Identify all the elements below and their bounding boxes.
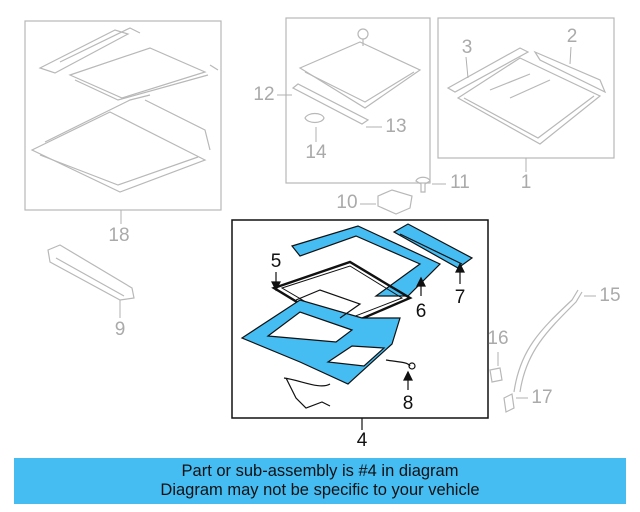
callout-13: 13 xyxy=(385,116,407,137)
callout-3: 3 xyxy=(461,37,473,58)
info-banner: Part or sub-assembly is #4 in diagram Di… xyxy=(14,458,626,504)
roof-panel-group xyxy=(24,20,222,211)
callout-7: 7 xyxy=(454,287,466,308)
sunroof-frame-assembly xyxy=(240,223,474,409)
clip-parts-group xyxy=(377,176,431,215)
callout-12: 12 xyxy=(253,84,275,105)
side-bracket-group xyxy=(47,244,135,301)
callout-18: 18 xyxy=(108,225,130,246)
banner-line-2: Diagram may not be specific to your vehi… xyxy=(160,481,480,499)
callout-17: 17 xyxy=(531,387,553,408)
callout-9: 9 xyxy=(114,319,126,340)
assembly-leaders xyxy=(271,262,465,430)
callout-1: 1 xyxy=(520,172,532,193)
callout-14: 14 xyxy=(305,142,327,163)
banner-line-1: Part or sub-assembly is #4 in diagram xyxy=(181,462,459,480)
sunshade-group xyxy=(285,17,431,184)
callout-10: 10 xyxy=(336,192,358,213)
callout-2: 2 xyxy=(566,26,578,47)
drain-tube-group xyxy=(489,289,583,413)
callout-15: 15 xyxy=(599,285,621,306)
assembly-4-box xyxy=(231,219,489,419)
callout-5: 5 xyxy=(270,251,282,272)
callout-11: 11 xyxy=(450,172,470,193)
callout-4: 4 xyxy=(356,430,368,451)
callout-16: 16 xyxy=(487,328,509,349)
callout-8: 8 xyxy=(402,393,414,414)
callout-6: 6 xyxy=(415,301,427,322)
